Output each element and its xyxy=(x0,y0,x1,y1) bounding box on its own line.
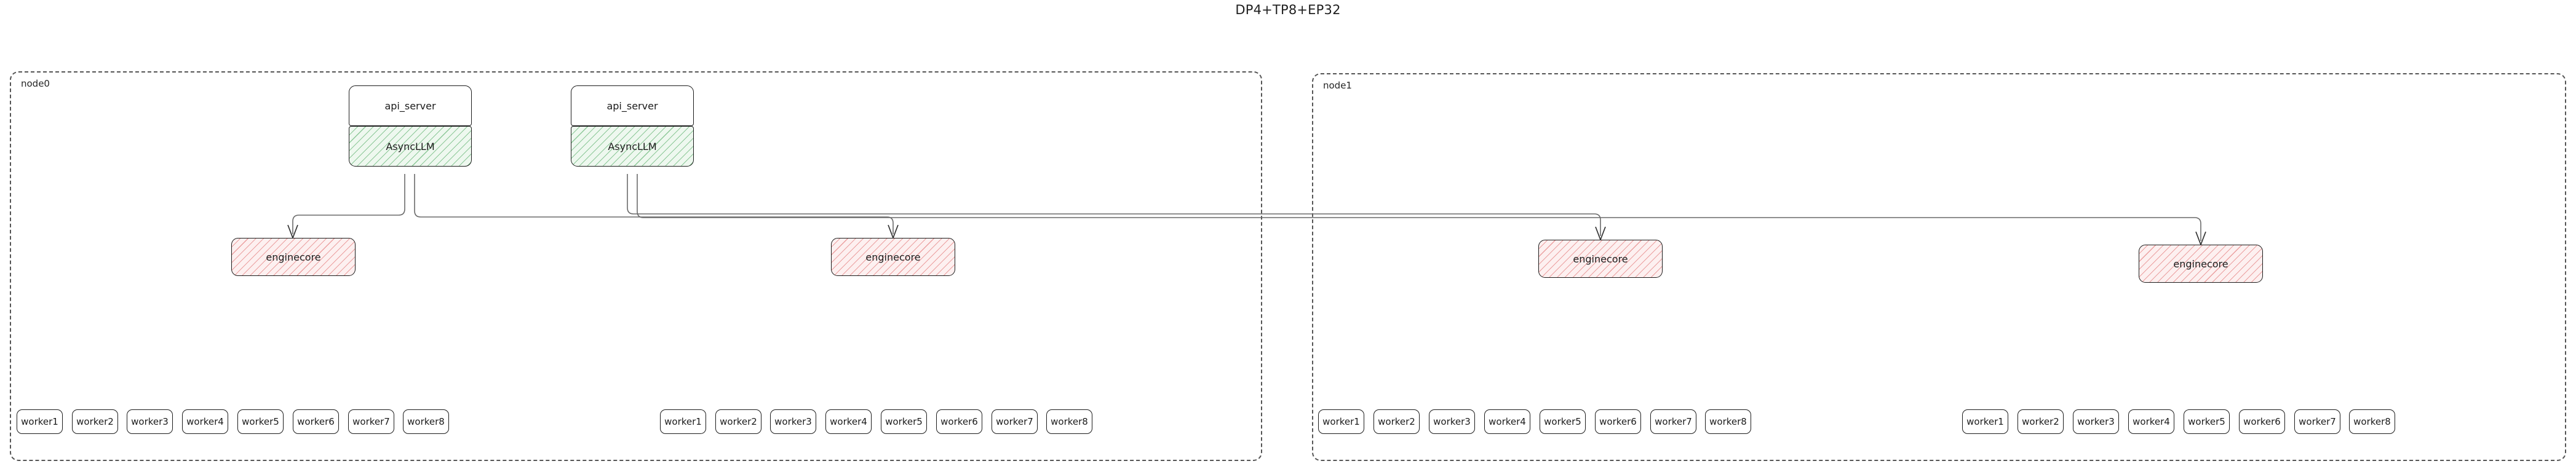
node-cluster-node0: node0 xyxy=(10,71,1262,461)
worker-box-n0g2-1[interactable]: worker1 xyxy=(660,409,706,434)
enginecore-box-2[interactable]: enginecore xyxy=(831,238,955,276)
worker-box-n1g1-2[interactable]: worker2 xyxy=(1373,409,1420,434)
worker-box-n1g2-5[interactable]: worker5 xyxy=(2184,409,2230,434)
worker-box-n0g2-8[interactable]: worker8 xyxy=(1046,409,1092,434)
worker-box-n1g2-8[interactable]: worker8 xyxy=(2349,409,2395,434)
worker-box-n1g1-7[interactable]: worker7 xyxy=(1650,409,1696,434)
worker-box-n1g2-6[interactable]: worker6 xyxy=(2239,409,2285,434)
worker-box-n0g1-4[interactable]: worker4 xyxy=(182,409,228,434)
node-cluster-node1: node1 xyxy=(1312,73,2566,461)
asyncllm-box-2[interactable]: AsyncLLM xyxy=(571,126,694,167)
api-server-box-1[interactable]: api_server xyxy=(349,85,472,126)
worker-box-n0g1-8[interactable]: worker8 xyxy=(403,409,449,434)
node-cluster-label-node1: node1 xyxy=(1323,80,1352,91)
worker-box-n1g1-5[interactable]: worker5 xyxy=(1540,409,1586,434)
worker-box-n0g2-3[interactable]: worker3 xyxy=(770,409,816,434)
worker-box-n0g1-5[interactable]: worker5 xyxy=(237,409,284,434)
worker-box-n0g1-7[interactable]: worker7 xyxy=(348,409,394,434)
enginecore-box-1[interactable]: enginecore xyxy=(231,238,356,276)
worker-box-n0g2-2[interactable]: worker2 xyxy=(715,409,761,434)
api-server-box-2[interactable]: api_server xyxy=(571,85,694,126)
worker-box-n1g2-1[interactable]: worker1 xyxy=(1962,409,2008,434)
worker-box-n0g1-1[interactable]: worker1 xyxy=(17,409,63,434)
worker-box-n1g1-4[interactable]: worker4 xyxy=(1484,409,1530,434)
worker-box-n0g1-2[interactable]: worker2 xyxy=(72,409,118,434)
node-cluster-label-node0: node0 xyxy=(21,78,50,89)
worker-box-n0g2-7[interactable]: worker7 xyxy=(992,409,1038,434)
worker-box-n1g2-7[interactable]: worker7 xyxy=(2294,409,2340,434)
page-title: DP4+TP8+EP32 xyxy=(1235,2,1341,17)
enginecore-box-3[interactable]: enginecore xyxy=(1538,240,1663,278)
worker-box-n1g1-3[interactable]: worker3 xyxy=(1429,409,1475,434)
worker-box-n1g2-4[interactable]: worker4 xyxy=(2128,409,2174,434)
worker-box-n0g2-4[interactable]: worker4 xyxy=(825,409,872,434)
worker-box-n1g2-3[interactable]: worker3 xyxy=(2073,409,2119,434)
worker-box-n1g1-6[interactable]: worker6 xyxy=(1595,409,1641,434)
enginecore-box-4[interactable]: enginecore xyxy=(2139,245,2263,283)
worker-box-n0g1-6[interactable]: worker6 xyxy=(293,409,339,434)
worker-box-n1g1-1[interactable]: worker1 xyxy=(1318,409,1364,434)
worker-box-n0g2-6[interactable]: worker6 xyxy=(936,409,982,434)
worker-box-n1g2-2[interactable]: worker2 xyxy=(2017,409,2064,434)
worker-box-n1g1-8[interactable]: worker8 xyxy=(1705,409,1751,434)
worker-box-n0g2-5[interactable]: worker5 xyxy=(881,409,927,434)
asyncllm-box-1[interactable]: AsyncLLM xyxy=(349,126,472,167)
worker-box-n0g1-3[interactable]: worker3 xyxy=(127,409,173,434)
